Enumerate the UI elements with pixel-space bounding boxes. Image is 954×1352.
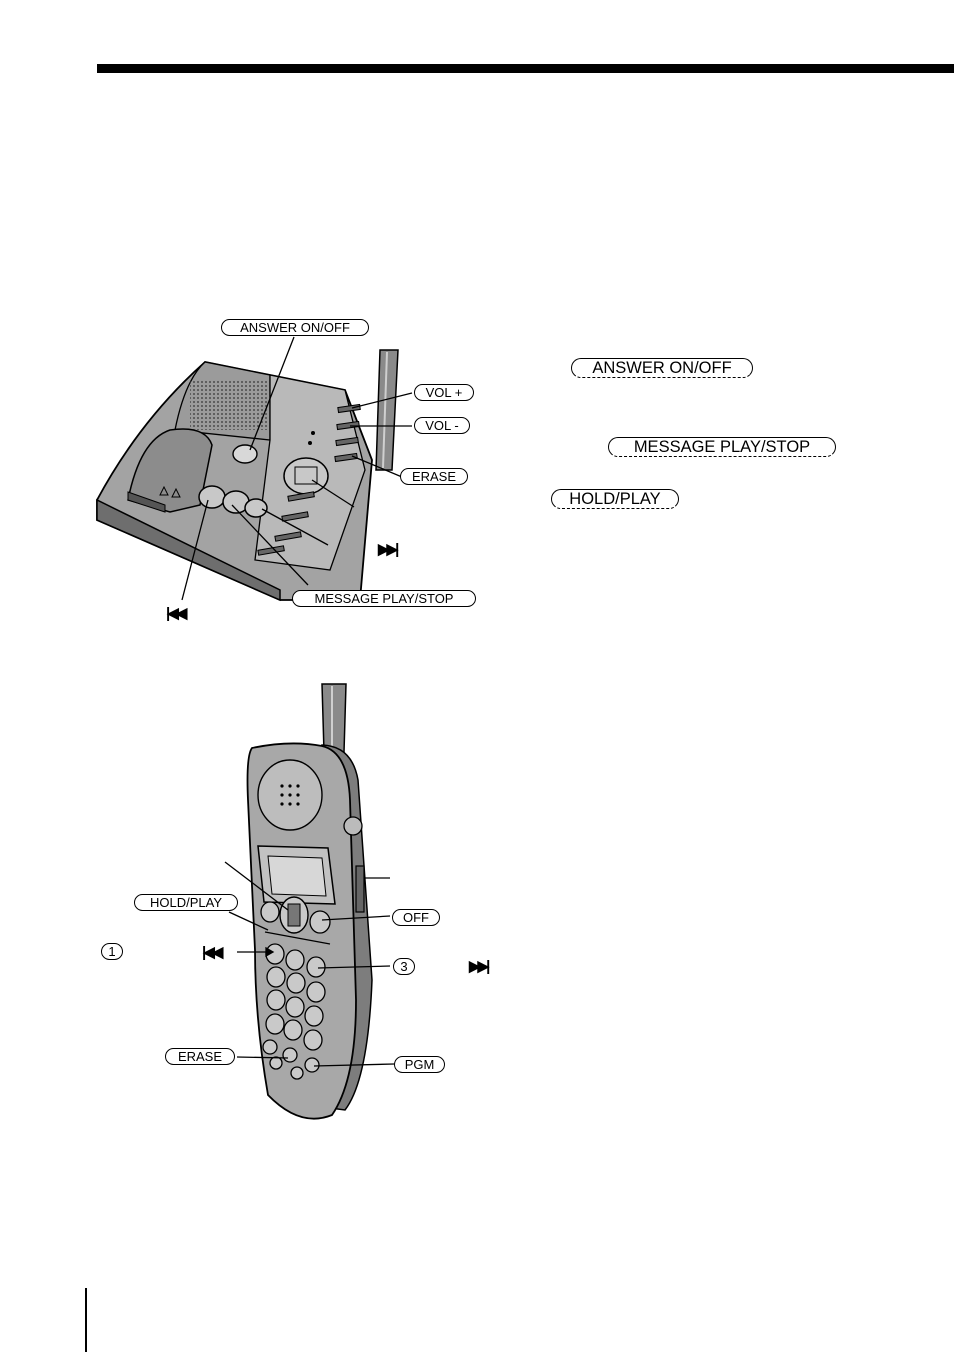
- rewind-icon: |◀◀: [202, 944, 223, 961]
- base-leader-lines: [181, 336, 413, 601]
- fast-forward-icon: ▶▶|: [469, 958, 490, 975]
- base-unit-illustration: [96, 336, 413, 602]
- handset-illustration: [224, 683, 395, 1120]
- handset-leader-lines: [224, 861, 395, 1067]
- top-rule: [97, 64, 954, 73]
- base-antenna: [375, 349, 399, 471]
- handset-keypad: [262, 943, 326, 1080]
- page-edge-line: [85, 1288, 87, 1352]
- key-3-label: 3: [393, 958, 415, 975]
- vol-up-label: VOL +: [414, 384, 474, 401]
- message-play-stop-button-ref: MESSAGE PLAY/STOP: [608, 437, 836, 457]
- base-body: [96, 361, 373, 602]
- pgm-label: PGM: [394, 1056, 445, 1073]
- rewind-icon: |◀◀: [166, 605, 187, 622]
- hold-play-label-handset: HOLD/PLAY: [134, 894, 238, 911]
- off-label: OFF: [392, 909, 440, 926]
- erase-label-base: ERASE: [400, 468, 468, 485]
- message-play-stop-label-base: MESSAGE PLAY/STOP: [292, 590, 476, 607]
- erase-label-handset: ERASE: [165, 1048, 235, 1065]
- vol-down-label: VOL -: [414, 417, 470, 434]
- answer-on-off-button-ref: ANSWER ON/OFF: [571, 358, 753, 378]
- hold-play-button-ref: HOLD/PLAY: [551, 489, 679, 509]
- fast-forward-icon: ▶▶|: [378, 541, 399, 558]
- key-1-label: 1: [101, 943, 123, 960]
- answer-on-off-label: ANSWER ON/OFF: [221, 319, 369, 336]
